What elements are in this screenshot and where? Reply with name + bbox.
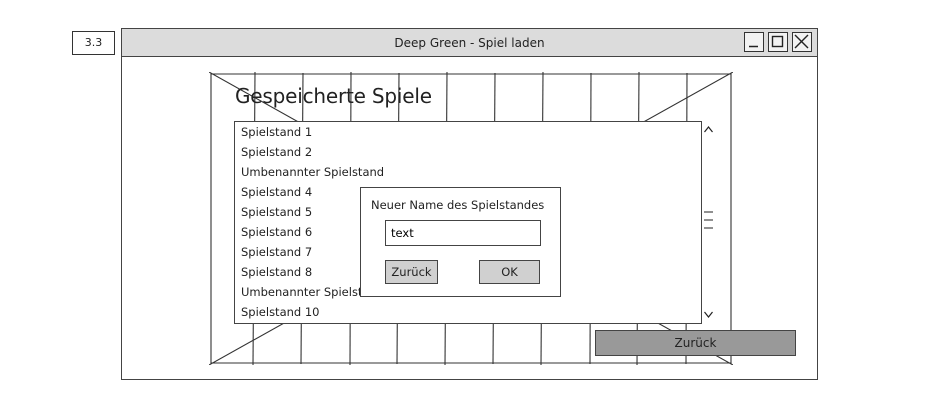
close-button[interactable] <box>792 32 812 52</box>
rename-label: Neuer Name des Spielstandes <box>371 198 545 212</box>
ok-button[interactable]: OK <box>479 260 540 284</box>
list-item[interactable]: Umbenannter Spielstand <box>241 165 385 179</box>
scroll-up-button[interactable] <box>702 123 715 136</box>
dialog-back-button[interactable]: Zurück <box>385 260 438 284</box>
list-item[interactable]: Umbenannter Spielstand <box>241 285 385 299</box>
chevron-up-icon <box>704 126 713 133</box>
maximize-button[interactable] <box>768 32 788 52</box>
minimize-icon <box>749 45 758 48</box>
version-label: 3.3 <box>72 31 115 55</box>
list-item[interactable]: Spielstand 6 <box>241 225 313 239</box>
chevron-down-icon <box>704 311 713 318</box>
list-item[interactable]: Spielstand 4 <box>241 185 313 199</box>
rename-dialog: Neuer Name des Spielstandes Zurück OK <box>360 187 561 297</box>
list-item[interactable]: Spielstand 5 <box>241 205 313 219</box>
list-item[interactable]: Spielstand 7 <box>241 245 313 259</box>
list-scrollbar[interactable] <box>701 121 715 324</box>
back-button[interactable]: Zurück <box>595 330 796 356</box>
page-title: Gespeicherte Spiele <box>235 84 432 108</box>
minimize-button[interactable] <box>744 32 764 52</box>
app-window: Deep Green - Spiel laden <box>121 28 818 380</box>
list-item[interactable]: Spielstand 2 <box>241 145 313 159</box>
list-item[interactable]: Spielstand 8 <box>241 265 313 279</box>
window-title: Deep Green - Spiel laden <box>394 36 545 50</box>
scroll-thumb[interactable] <box>702 207 715 233</box>
maximize-icon <box>771 35 784 48</box>
list-item[interactable]: Spielstand 10 <box>241 305 320 319</box>
close-icon <box>794 34 809 49</box>
list-item[interactable]: Spielstand 1 <box>241 125 313 139</box>
grip-lines-icon <box>704 211 713 229</box>
scroll-down-button[interactable] <box>702 308 715 321</box>
rename-input[interactable] <box>385 220 541 246</box>
title-bar[interactable]: Deep Green - Spiel laden <box>122 29 817 57</box>
